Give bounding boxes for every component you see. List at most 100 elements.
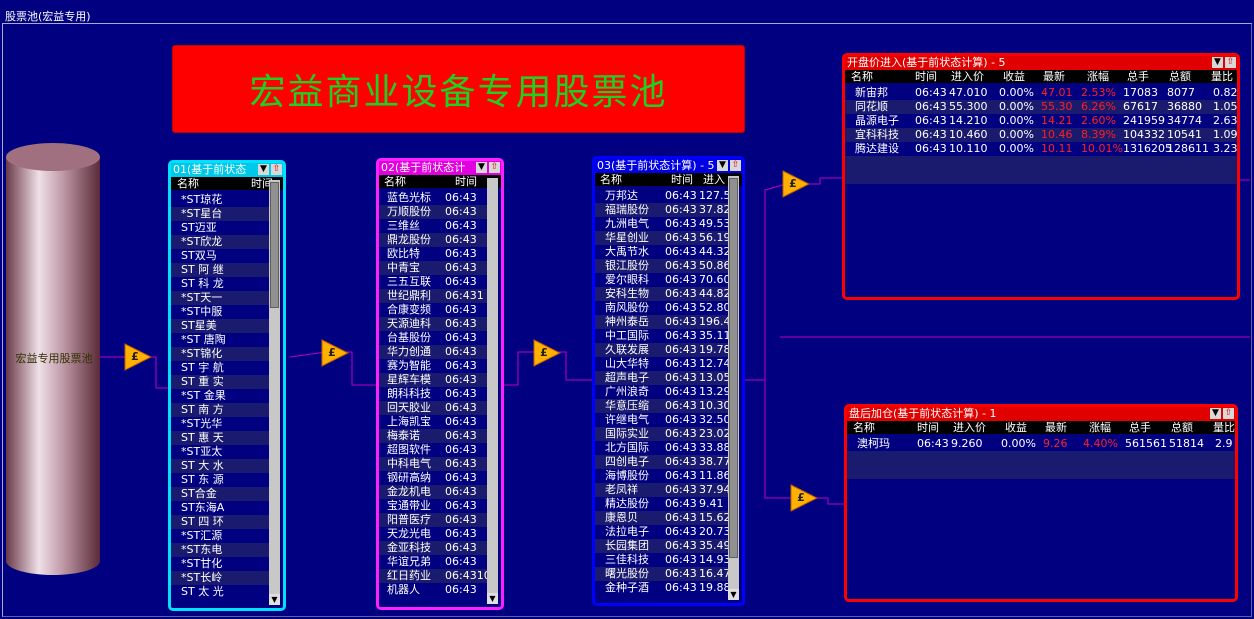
column-header[interactable]: 进入价 <box>951 70 984 83</box>
table-row[interactable]: *ST中服 <box>171 305 271 319</box>
scroll-down-icon[interactable]: ▼ <box>728 589 739 600</box>
table-row[interactable]: *ST 唐陶 <box>171 333 271 347</box>
table-row[interactable]: ST 东 源 <box>171 473 271 487</box>
column-header[interactable]: 量比 <box>1213 421 1235 434</box>
up-arrow-icon[interactable]: ⇧ <box>489 162 500 173</box>
column-header[interactable]: 时间 <box>917 421 939 434</box>
table-row[interactable]: ST 四 环 <box>171 515 271 529</box>
column-header[interactable]: 总手 <box>1129 421 1151 434</box>
column-header[interactable]: 总额 <box>1171 421 1193 434</box>
up-arrow-icon[interactable]: ⇧ <box>1223 408 1234 419</box>
table-row[interactable]: *ST欣龙 <box>171 235 271 249</box>
column-header[interactable]: 最新 <box>1043 70 1065 83</box>
table-row[interactable]: ST 太 光 <box>171 585 271 599</box>
column-header[interactable]: 名称 <box>853 421 875 434</box>
panel-open-price-entry[interactable]: 开盘价进入(基于前状态计算) - 5 ▼ ⇧ 名称时间进入价收益最新涨幅总手总额… <box>842 53 1240 300</box>
table-row[interactable]: ST东海A <box>171 501 271 515</box>
table-row[interactable]: *ST锦化 <box>171 347 271 361</box>
table-row[interactable]: *ST长岭 <box>171 571 271 585</box>
column-header[interactable]: 名称 <box>851 70 873 83</box>
up-arrow-icon[interactable]: ⇧ <box>1225 57 1236 68</box>
panel-03-scrollbar[interactable]: ▼ <box>728 176 739 600</box>
table-row[interactable]: ST 大 水 <box>171 459 271 473</box>
table-row[interactable]: ST迈亚 <box>171 221 271 235</box>
column-header[interactable]: 量比 <box>1211 70 1233 83</box>
dropdown-icon[interactable]: ▼ <box>1210 408 1221 419</box>
filter-node-5[interactable]: £ <box>790 484 818 512</box>
table-row[interactable]: *ST天一 <box>171 291 271 305</box>
table-row[interactable]: ST合金 <box>171 487 271 501</box>
table-row[interactable]: *ST甘化 <box>171 557 271 571</box>
column-header[interactable]: 最新 <box>1045 421 1067 434</box>
column-header[interactable]: 总手 <box>1127 70 1149 83</box>
table-row[interactable]: ST 科 龙 <box>171 277 271 291</box>
stock-pool-cylinder[interactable] <box>6 143 100 575</box>
column-header[interactable]: 时间 <box>915 70 937 83</box>
dropdown-icon[interactable]: ▼ <box>258 164 269 175</box>
table-row[interactable]: ST星美 <box>171 319 271 333</box>
filter-node-2[interactable]: £ <box>321 339 349 367</box>
table-row[interactable]: ST 南 方 <box>171 403 271 417</box>
table-row[interactable]: *ST亚太 <box>171 445 271 459</box>
table-row[interactable]: *ST光华 <box>171 417 271 431</box>
column-header[interactable]: 收益 <box>1005 421 1027 434</box>
panel-02-scrollbar[interactable]: ▼ <box>487 178 498 604</box>
column-header[interactable]: 涨幅 <box>1089 421 1111 434</box>
dropdown-icon[interactable]: ▼ <box>476 162 487 173</box>
column-header[interactable]: 涨幅 <box>1087 70 1109 83</box>
filter-node-1[interactable]: £ <box>124 343 152 371</box>
dropdown-icon[interactable]: ▼ <box>1212 57 1223 68</box>
up-arrow-icon[interactable]: ⇧ <box>271 164 282 175</box>
column-header[interactable]: 收益 <box>1003 70 1025 83</box>
table-row[interactable]: ST 阿 继 <box>171 263 271 277</box>
panel-after-hours-add[interactable]: 盘后加仓(基于前状态计算) - 1 ▼ ⇧ 名称时间进入价收益最新涨幅总手总额量… <box>844 404 1238 602</box>
table-row[interactable]: ST 宇 航 <box>171 361 271 375</box>
table-row[interactable]: *ST东电 <box>171 543 271 557</box>
up-arrow-icon[interactable]: ⇧ <box>730 160 741 171</box>
table-row[interactable]: *ST星台 <box>171 207 271 221</box>
